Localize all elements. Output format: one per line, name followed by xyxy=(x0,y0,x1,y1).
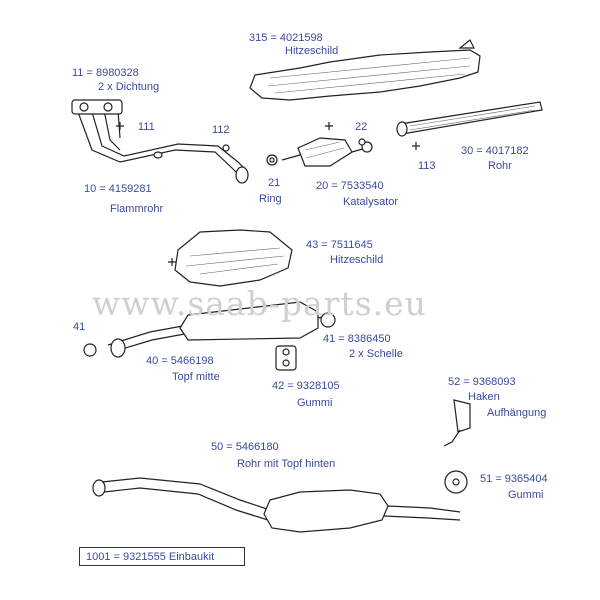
clamp-22[interactable] xyxy=(358,138,366,146)
label-51-number: 51 = 9365404 xyxy=(480,473,548,485)
label-22: 22 xyxy=(355,121,368,133)
front-pipe-10[interactable] xyxy=(71,99,249,184)
label-41: 41 xyxy=(73,321,86,333)
label-50-number: 50 = 5466180 xyxy=(211,441,279,453)
ring-21[interactable] xyxy=(266,154,278,166)
label-112: 112 xyxy=(212,124,230,136)
label-30-name: Rohr xyxy=(488,160,512,172)
catalytic-converter-20[interactable] xyxy=(281,122,373,167)
label-315-name: Hitzeschild xyxy=(285,45,339,57)
label-41b-number: 41 = 8386450 xyxy=(323,333,391,345)
rear-pipe-silencer-50[interactable] xyxy=(92,477,461,533)
nut-113[interactable] xyxy=(412,142,420,150)
label-52-number: 52 = 9368093 xyxy=(448,376,516,388)
label-43-name: Hitzeschild xyxy=(330,254,384,266)
nut-112[interactable] xyxy=(222,144,230,152)
hanger-52[interactable] xyxy=(443,399,471,447)
bolt-111[interactable] xyxy=(116,122,124,130)
clamp-41-left[interactable] xyxy=(83,343,97,357)
label-20-number: 20 = 7533540 xyxy=(316,180,384,192)
label-40-name: Topf mitte xyxy=(172,371,220,383)
label-10-name: Flammrohr xyxy=(110,203,164,215)
heat-shield-315[interactable] xyxy=(249,39,481,101)
label-43-number: 43 = 7511645 xyxy=(306,239,373,251)
label-42-name: Gummi xyxy=(297,397,333,409)
heat-shield-43[interactable] xyxy=(168,229,293,287)
label-11-number: 11 = 8980328 xyxy=(72,67,139,79)
label-315-number: 315 = 4021598 xyxy=(249,32,323,44)
middle-silencer-40[interactable] xyxy=(107,301,329,358)
kit-label: 1001 = 9321555 Einbaukit xyxy=(79,547,245,566)
clamp-41-right[interactable] xyxy=(320,312,336,328)
pipe-30[interactable] xyxy=(396,101,543,137)
label-113: 113 xyxy=(418,160,436,172)
label-20-name: Katalysator xyxy=(343,196,399,208)
label-52-name-1: Haken xyxy=(468,391,500,403)
label-10-number: 10 = 4159281 xyxy=(84,183,152,195)
label-50-name: Rohr mit Topf hinten xyxy=(237,458,336,470)
label-111: 111 xyxy=(138,121,155,133)
rubber-mount-51[interactable] xyxy=(444,470,468,494)
label-41b-name: 2 x Schelle xyxy=(349,348,403,360)
label-30-number: 30 = 4017182 xyxy=(461,145,529,157)
label-42-number: 42 = 9328105 xyxy=(272,380,340,392)
label-21-number: 21 xyxy=(268,177,281,189)
label-11-name: 2 x Dichtung xyxy=(98,81,160,93)
watermark: www.saab-parts.eu xyxy=(92,284,427,323)
label-51-name: Gummi xyxy=(508,489,544,501)
label-52-name-2: Aufhängung xyxy=(487,407,547,419)
label-40-number: 40 = 5466198 xyxy=(146,355,214,367)
label-21-name: Ring xyxy=(259,193,282,205)
rubber-mount-42[interactable] xyxy=(275,345,297,371)
